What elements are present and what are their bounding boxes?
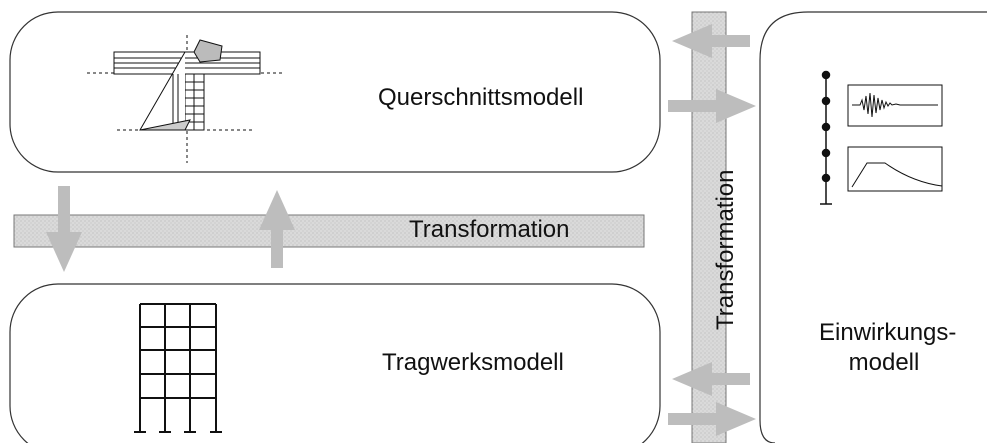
arrow-down-icon [46, 186, 82, 272]
action-model-box [759, 11, 987, 443]
cross-section-model-label: Querschnittsmodell [378, 84, 584, 111]
arrow-left-bottom-icon [672, 362, 750, 396]
arrow-right-bottom-icon [668, 402, 756, 436]
cross-section-icon [87, 35, 285, 163]
transformation-horizontal-label: Transformation [409, 216, 570, 243]
structural-model-box [9, 283, 661, 443]
arrow-up-icon [259, 190, 295, 268]
transformation-vertical-label: Transformation [712, 169, 739, 331]
arrow-left-top-icon [672, 24, 750, 58]
accelerogram-icon [847, 84, 943, 127]
action-model-label-line2: modell [848, 349, 920, 376]
frame-structure-icon [134, 303, 222, 433]
action-model-label: Einwirkungs- modell [819, 318, 956, 378]
load-history-icon [847, 146, 943, 192]
arrow-right-top-icon [668, 89, 756, 123]
action-model-label-line1: Einwirkungs- [819, 319, 957, 346]
horizontal-transformation-band [13, 214, 645, 248]
mass-column-icon [820, 70, 832, 205]
structural-model-label: Tragwerksmodell [382, 349, 564, 376]
